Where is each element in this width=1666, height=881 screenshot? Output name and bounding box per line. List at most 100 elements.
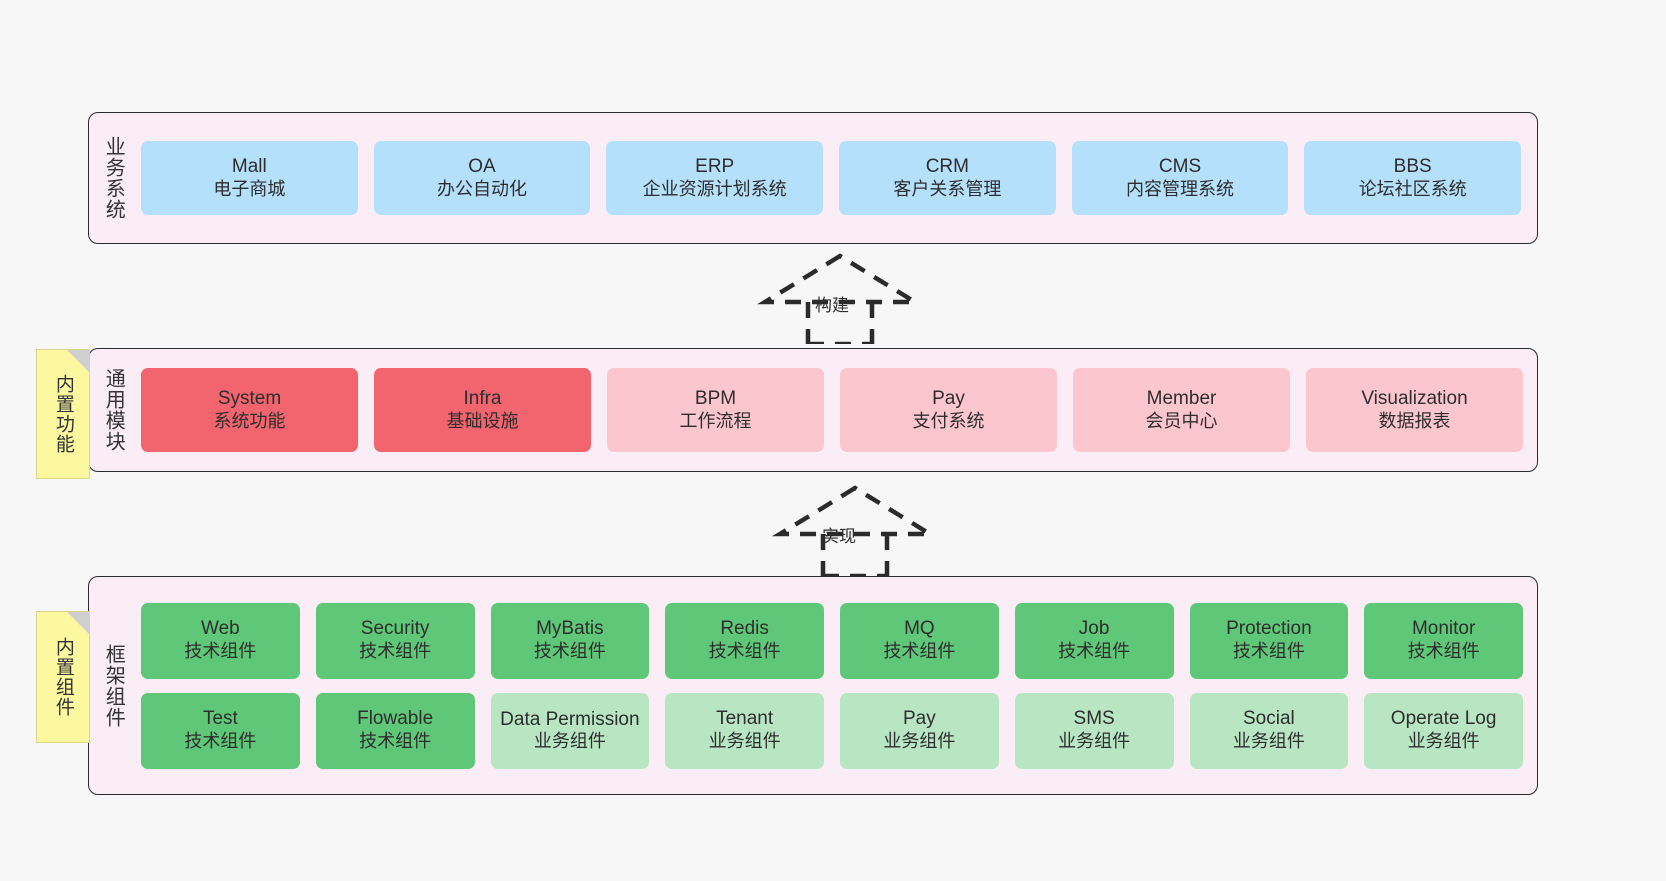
component-card-operate-log[interactable]: Operate Log 业务组件 (1364, 692, 1523, 769)
component-card-data-permission[interactable]: Data Permission 业务组件 (490, 692, 650, 769)
framework-row-business: Test 技术组件 Flowable 技术组件 Data Permission … (141, 692, 1523, 769)
module-card-visualization[interactable]: Visualization 数据报表 (1306, 368, 1523, 452)
arrow-shaft (805, 302, 875, 344)
card-desc: 业务组件 (708, 731, 781, 752)
business-card-erp[interactable]: ERP 企业资源计划系统 (606, 141, 824, 215)
card-desc: 会员中心 (1145, 410, 1218, 431)
component-card-mq[interactable]: MQ 技术组件 (840, 602, 999, 679)
arrow-implement (772, 485, 938, 576)
card-desc: 技术组件 (1407, 641, 1480, 662)
layer-title-business-system: 业务系统 (102, 136, 125, 220)
component-card-social[interactable]: Social 业务组件 (1189, 692, 1349, 769)
card-desc: 工作流程 (679, 410, 752, 431)
business-system-row: Mall 电子商城 OA 办公自动化 ERP 企业资源计划系统 CRM 客户关系… (141, 141, 1522, 215)
module-card-member[interactable]: Member 会员中心 (1073, 368, 1290, 452)
card-name: Member (1146, 387, 1217, 409)
card-name: Security (360, 618, 430, 640)
layer-title-framework-component: 框架组件 (102, 643, 125, 728)
component-card-flowable[interactable]: Flowable 技术组件 (315, 692, 475, 769)
card-name: System (217, 387, 282, 409)
card-name: BBS (1393, 155, 1432, 177)
note-builtin-functions: 内置功能 (36, 349, 90, 479)
folded-corner-icon (67, 350, 89, 372)
card-desc: 技术组件 (1058, 641, 1131, 662)
business-card-mall[interactable]: Mall 电子商城 (141, 141, 358, 215)
card-name: Visualization (1361, 387, 1468, 409)
component-card-protection[interactable]: Protection 技术组件 (1189, 602, 1349, 679)
business-card-crm[interactable]: CRM 客户关系管理 (839, 141, 1056, 215)
card-desc: 系统功能 (213, 410, 286, 431)
layer-body-framework-component: Web 技术组件 Security 技术组件 MyBatis 技术组件 Redi… (137, 577, 1537, 794)
card-desc: 技术组件 (1232, 641, 1305, 662)
card-name: Monitor (1411, 618, 1476, 640)
card-name: Web (201, 618, 240, 640)
component-card-redis[interactable]: Redis 技术组件 (665, 602, 824, 679)
component-card-security[interactable]: Security 技术组件 (315, 602, 475, 679)
component-card-web[interactable]: Web 技术组件 (141, 602, 300, 679)
card-name: Flowable (357, 708, 434, 730)
framework-row-technical: Web 技术组件 Security 技术组件 MyBatis 技术组件 Redi… (141, 602, 1523, 679)
card-desc: 业务组件 (883, 731, 956, 752)
card-name: Data Permission (500, 708, 640, 730)
component-card-test[interactable]: Test 技术组件 (141, 692, 300, 769)
card-desc: 基础设施 (446, 410, 519, 431)
card-name: ERP (695, 155, 735, 177)
arrow-build (757, 253, 923, 344)
business-card-bbs[interactable]: BBS 论坛社区系统 (1304, 141, 1522, 215)
card-desc: 数据报表 (1378, 410, 1451, 431)
component-card-tenant[interactable]: Tenant 业务组件 (665, 692, 824, 769)
card-name: CRM (925, 155, 969, 177)
card-name: Infra (463, 387, 502, 409)
module-card-bpm[interactable]: BPM 工作流程 (607, 368, 824, 452)
card-name: MQ (904, 618, 935, 640)
module-card-infra[interactable]: Infra 基础设施 (374, 368, 591, 452)
card-name: Operate Log (1390, 708, 1497, 730)
card-name: Mall (231, 155, 267, 177)
card-name: SMS (1073, 708, 1115, 730)
common-module-row: System 系统功能 Infra 基础设施 BPM 工作流程 Pay 支付系统… (141, 368, 1523, 452)
card-name: CMS (1158, 155, 1202, 177)
card-desc: 企业资源计划系统 (642, 178, 787, 199)
card-desc: 技术组件 (883, 641, 956, 662)
layer-framework-component: 框架组件 Web 技术组件 Security 技术组件 MyBatis 技术组件… (88, 576, 1538, 795)
arrow-label-build: 构建 (815, 296, 849, 315)
card-desc: 业务组件 (533, 730, 606, 751)
card-desc: 电子商城 (213, 178, 286, 199)
component-card-pay[interactable]: Pay 业务组件 (840, 692, 999, 769)
card-desc: 客户关系管理 (893, 178, 1002, 199)
card-desc: 技术组件 (359, 641, 432, 662)
card-desc: 论坛社区系统 (1358, 178, 1467, 199)
folded-corner-icon (67, 612, 89, 634)
component-card-monitor[interactable]: Monitor 技术组件 (1364, 602, 1523, 679)
component-card-sms[interactable]: SMS 业务组件 (1014, 692, 1174, 769)
card-desc: 办公自动化 (437, 178, 527, 199)
arrow-shaft (820, 534, 890, 576)
card-name: Tenant (716, 708, 774, 730)
component-card-job[interactable]: Job 技术组件 (1014, 602, 1174, 679)
card-desc: 业务组件 (1407, 731, 1480, 752)
card-desc: 技术组件 (708, 641, 781, 662)
layer-body-business-system: Mall 电子商城 OA 办公自动化 ERP 企业资源计划系统 CRM 客户关系… (137, 113, 1537, 243)
layer-body-common-module: System 系统功能 Infra 基础设施 BPM 工作流程 Pay 支付系统… (137, 349, 1537, 471)
card-name: BPM (694, 387, 737, 409)
module-card-system[interactable]: System 系统功能 (141, 368, 358, 452)
business-card-cms[interactable]: CMS 内容管理系统 (1071, 141, 1289, 215)
card-desc: 技术组件 (184, 641, 257, 662)
layer-title-common-module: 通用模块 (102, 368, 125, 452)
card-desc: 技术组件 (359, 731, 432, 752)
card-name: OA (468, 155, 496, 177)
module-card-pay[interactable]: Pay 支付系统 (840, 368, 1057, 452)
business-card-oa[interactable]: OA 办公自动化 (373, 141, 591, 215)
card-desc: 业务组件 (1232, 731, 1305, 752)
note-text: 内置组件 (52, 637, 74, 717)
note-text: 内置功能 (52, 374, 74, 454)
card-desc: 业务组件 (1058, 731, 1131, 752)
card-desc: 技术组件 (184, 731, 257, 752)
card-name: Job (1078, 618, 1110, 640)
arrow-head (757, 253, 923, 305)
layer-business-system: 业务系统 Mall 电子商城 OA 办公自动化 ERP 企业资源计划系统 CRM… (88, 112, 1538, 244)
component-card-mybatis[interactable]: MyBatis 技术组件 (490, 602, 650, 679)
card-desc: 技术组件 (533, 641, 606, 662)
layer-common-module: 通用模块 System 系统功能 Infra 基础设施 BPM 工作流程 Pay… (88, 348, 1538, 472)
